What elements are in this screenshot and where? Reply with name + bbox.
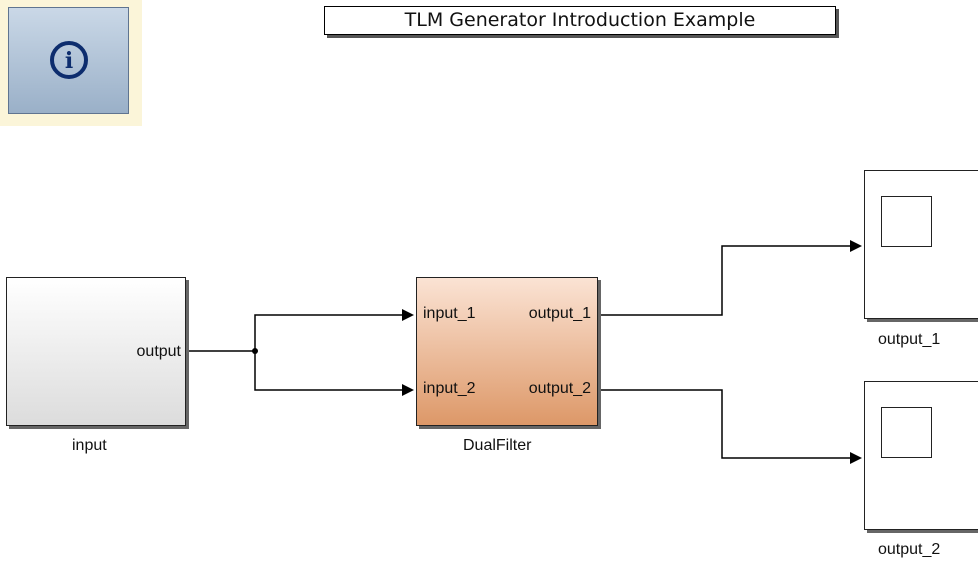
branch-point (252, 348, 258, 354)
wire-to-input1 (254, 314, 402, 351)
info-circle-icon: i (50, 41, 88, 79)
dualfilter-input2-port: input_2 (423, 380, 476, 397)
dualfilter-block-name: DualFilter (463, 437, 532, 454)
model-title: TLM Generator Introduction Example (324, 6, 836, 35)
info-glyph: i (65, 48, 73, 74)
info-button[interactable]: i (8, 7, 129, 114)
input-block[interactable]: output (6, 277, 186, 426)
wire-to-input2 (254, 351, 402, 391)
wire-output1-to-scope1 (598, 245, 850, 316)
scope-output2-name: output_2 (878, 541, 941, 558)
arrow-scope2 (850, 452, 862, 464)
wire-output2-to-scope2 (598, 389, 850, 459)
scope-output1-block[interactable] (864, 170, 978, 319)
scope-screen-icon (881, 196, 932, 247)
arrow-input1 (402, 309, 414, 321)
arrow-input2 (402, 384, 414, 396)
dualfilter-block[interactable]: input_1 input_2 output_1 output_2 (416, 277, 598, 426)
scope-output1-name: output_1 (878, 331, 941, 348)
scope-output2-block[interactable] (864, 381, 978, 530)
input-block-name: input (72, 437, 107, 454)
dualfilter-input1-port: input_1 (423, 305, 476, 322)
input-block-output-port: output (136, 343, 181, 360)
dualfilter-output2-port: output_2 (528, 380, 591, 397)
info-area: i (0, 0, 142, 126)
arrow-scope1 (850, 240, 862, 252)
scope-screen-icon (881, 407, 932, 458)
dualfilter-output1-port: output_1 (528, 305, 591, 322)
